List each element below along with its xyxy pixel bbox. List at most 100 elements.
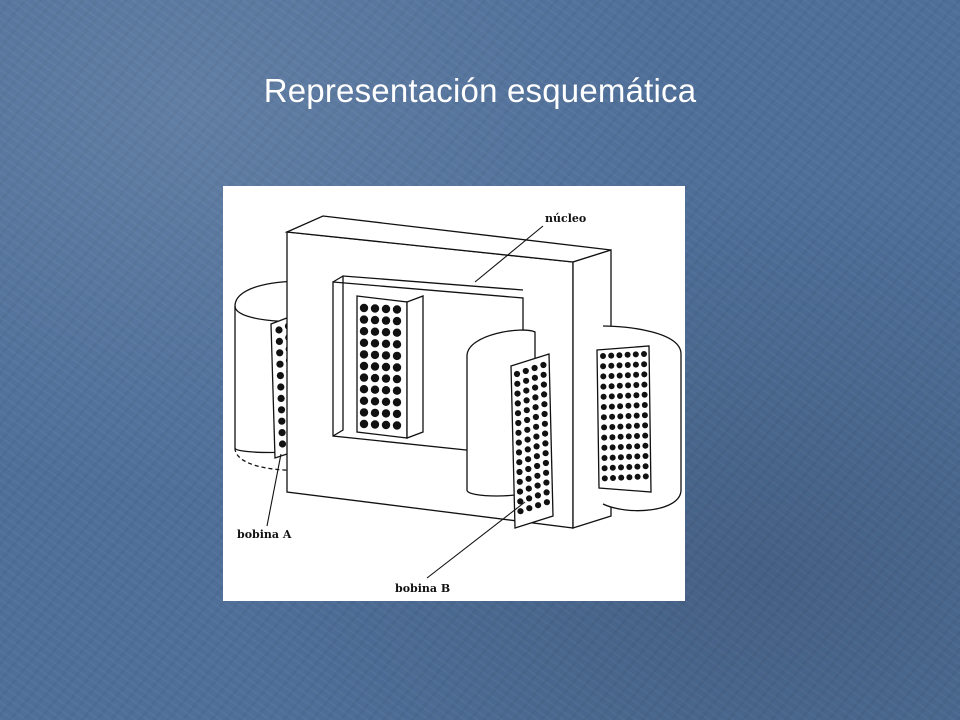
winding-dot xyxy=(625,423,632,430)
winding-dot xyxy=(601,455,608,461)
winding-dot xyxy=(533,433,540,440)
winding-dot xyxy=(532,404,539,411)
winding-dot xyxy=(541,391,548,398)
winding-dot xyxy=(359,315,369,324)
winding-dot xyxy=(543,479,550,486)
winding-dot xyxy=(392,398,402,407)
winding-dot xyxy=(617,403,624,410)
winding-dot xyxy=(633,422,640,429)
winding-dot xyxy=(641,402,648,408)
coil-a-inner-winding-dots xyxy=(359,303,402,430)
winding-dot xyxy=(381,397,391,406)
winding-dot xyxy=(523,377,530,384)
winding-dot xyxy=(277,394,285,402)
coil-b-outer-winding-dots xyxy=(600,351,649,482)
winding-dot xyxy=(600,353,606,359)
winding-dot xyxy=(534,492,541,499)
winding-dot xyxy=(600,363,607,370)
winding-dot xyxy=(608,362,615,369)
winding-dot xyxy=(542,430,549,437)
winding-dot xyxy=(523,397,530,404)
winding-dot xyxy=(359,396,369,405)
coil-b xyxy=(466,325,682,529)
winding-dot xyxy=(626,474,633,481)
winding-dot xyxy=(624,362,631,368)
winding-dot xyxy=(278,440,287,448)
winding-dot xyxy=(608,383,615,390)
winding-dot xyxy=(641,381,648,388)
winding-dot xyxy=(392,374,402,384)
winding-dot xyxy=(633,412,640,419)
winding-dot xyxy=(276,349,284,357)
winding-dot xyxy=(642,432,649,439)
winding-dot xyxy=(633,371,640,378)
winding-dot xyxy=(531,364,538,372)
winding-dot xyxy=(642,442,649,449)
coil-b-winding-dots xyxy=(513,361,550,515)
winding-dot xyxy=(625,433,632,440)
winding-dot xyxy=(370,373,380,383)
label-coil-a: bobina A xyxy=(237,528,292,541)
label-coil-b: bobina B xyxy=(395,582,450,595)
winding-dot xyxy=(524,446,531,453)
winding-dot xyxy=(609,424,616,430)
winding-dot xyxy=(516,468,523,476)
winding-dot xyxy=(278,417,286,425)
winding-dot xyxy=(276,372,284,380)
winding-dot xyxy=(601,475,608,482)
winding-dot xyxy=(370,385,380,394)
winding-dot xyxy=(515,429,522,436)
winding-dot xyxy=(370,420,380,429)
winding-dot xyxy=(624,372,631,379)
winding-dot xyxy=(517,498,524,505)
winding-dot xyxy=(616,382,623,389)
winding-dot xyxy=(634,463,641,470)
winding-dot xyxy=(381,339,391,348)
winding-dot xyxy=(600,383,607,390)
winding-dot xyxy=(392,386,402,395)
winding-dot xyxy=(532,413,539,421)
winding-dot xyxy=(381,316,391,325)
winding-dot xyxy=(600,414,607,421)
winding-dot xyxy=(359,303,369,313)
winding-dot xyxy=(641,391,648,398)
leader-line-coil-a xyxy=(266,453,282,527)
winding-dot xyxy=(524,416,531,424)
winding-dot xyxy=(616,372,623,379)
winding-dot xyxy=(525,456,532,463)
winding-dot xyxy=(540,361,547,369)
winding-dot xyxy=(275,337,283,345)
winding-dot xyxy=(626,443,632,450)
winding-dot xyxy=(392,421,402,430)
coil-a-inner-block xyxy=(356,295,424,439)
winding-dot xyxy=(609,413,616,420)
winding-dot xyxy=(522,367,529,375)
winding-dot xyxy=(514,410,522,417)
winding-dot xyxy=(524,436,531,443)
winding-dot xyxy=(526,505,533,512)
winding-dot xyxy=(608,373,615,379)
winding-dot xyxy=(370,304,380,313)
winding-dot xyxy=(359,327,369,336)
transformer-figure: núcleo bobina A bobina B xyxy=(223,186,685,601)
winding-dot xyxy=(609,444,616,451)
winding-dot xyxy=(381,420,391,430)
winding-dot xyxy=(633,382,640,388)
winding-dot xyxy=(534,462,541,470)
winding-dot xyxy=(600,373,607,380)
winding-dot xyxy=(370,408,380,418)
winding-dot xyxy=(626,464,633,470)
winding-dot xyxy=(541,420,548,427)
winding-dot xyxy=(600,404,607,410)
winding-dot xyxy=(608,393,615,400)
winding-dot xyxy=(626,453,633,460)
label-core: núcleo xyxy=(545,212,586,225)
winding-dot xyxy=(617,433,624,440)
winding-dot xyxy=(514,400,521,407)
winding-dot xyxy=(634,433,640,439)
winding-dot xyxy=(542,459,549,467)
winding-dot xyxy=(600,393,607,400)
winding-dot xyxy=(523,387,530,394)
winding-dot xyxy=(641,351,647,357)
winding-dot xyxy=(616,352,623,359)
